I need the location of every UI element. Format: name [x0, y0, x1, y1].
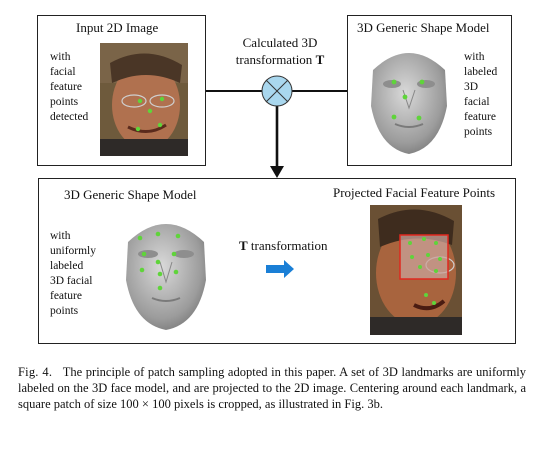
caption-label: Fig. 4. [18, 365, 53, 379]
projected-title: Projected Facial Feature Points [333, 185, 496, 200]
connector-lines [206, 75, 347, 178]
input-image-description: with facial feature points detected [50, 51, 89, 123]
model-top-description: with labeled 3D facial feature points [464, 51, 498, 138]
model-top-face [371, 53, 447, 154]
caption-text: The principle of patch sampling adopted … [18, 365, 527, 411]
projected-face-photo [370, 205, 462, 335]
input-face-photo [100, 43, 188, 156]
model-top-title: 3D Generic Shape Model [357, 20, 490, 35]
blue-arrow-icon [266, 260, 294, 278]
arrow-down-head [270, 166, 284, 178]
sampled-patch [399, 234, 449, 280]
arrow-transformation-label: T transformation [239, 238, 328, 253]
model-bottom-title: 3D Generic Shape Model [64, 187, 197, 202]
model-bottom-face [126, 224, 206, 330]
figure-caption: Fig. 4. The principle of patch sampling … [18, 364, 526, 412]
transform-label-line1: Calculated 3D [242, 35, 318, 50]
transform-label-line2: transformation T [235, 52, 325, 67]
input-image-title: Input 2D Image [76, 20, 159, 35]
transform-label: Calculated 3D transformation T [232, 34, 328, 68]
model-bottom-description: with uniformly labeled 3D facial feature… [50, 230, 96, 317]
